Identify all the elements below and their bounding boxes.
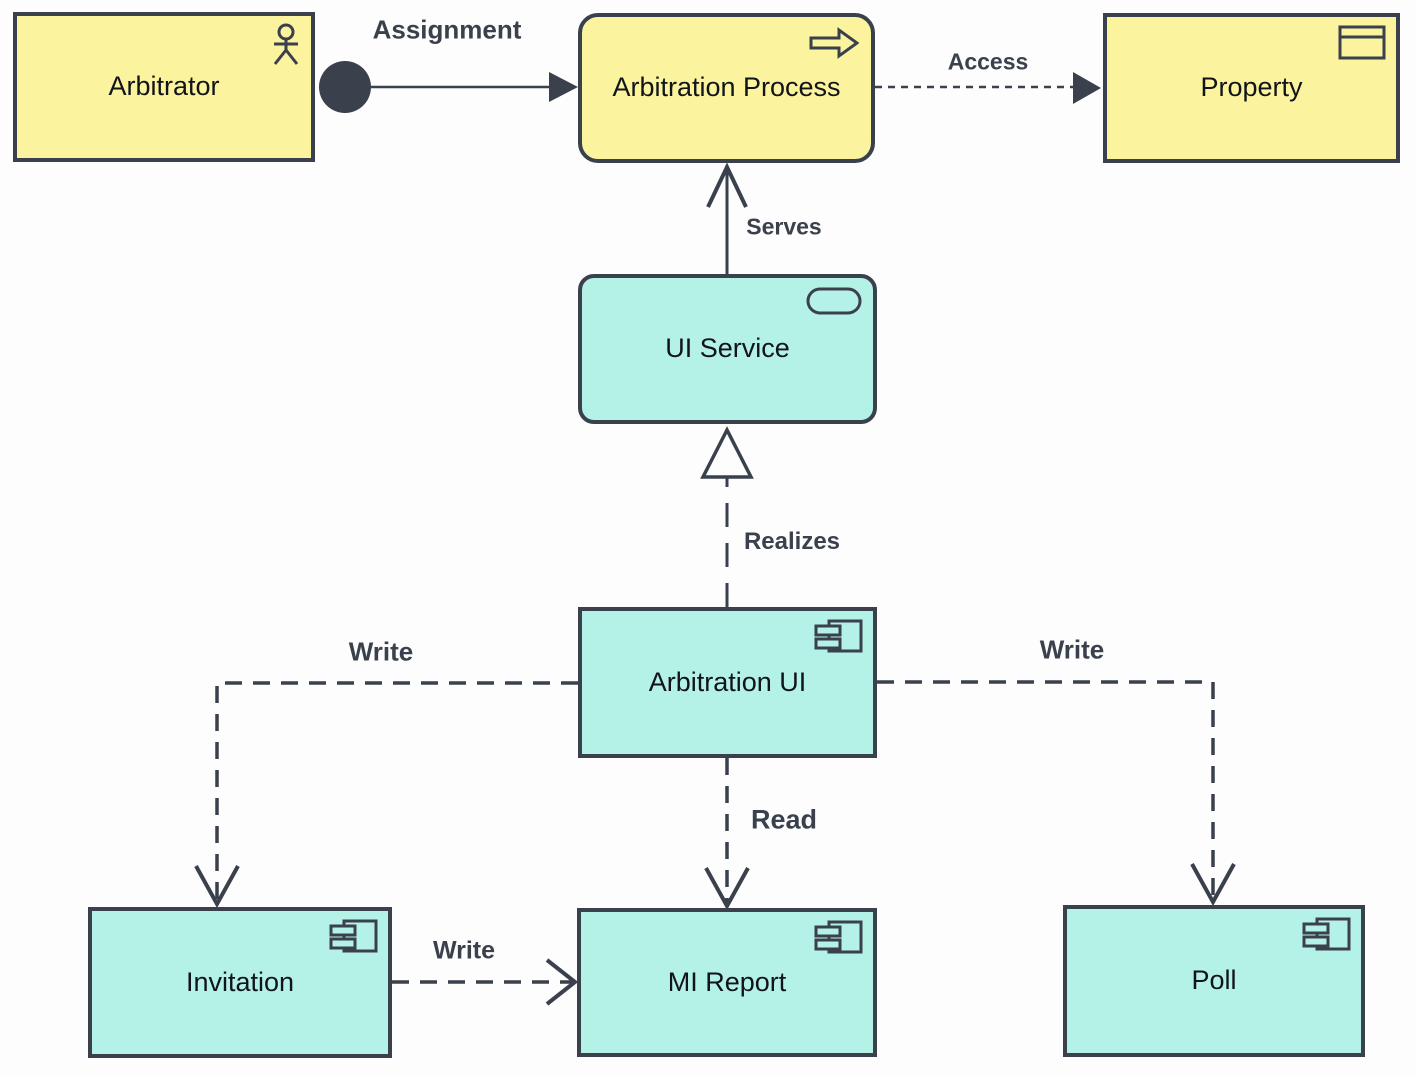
node-label: MI Report	[667, 966, 787, 997]
node-arbitration-process[interactable]: Arbitration Process	[578, 13, 875, 163]
component-icon	[814, 618, 864, 656]
node-ui-service[interactable]: UI Service	[578, 274, 877, 424]
node-arbitrator[interactable]: Arbitrator	[13, 12, 315, 162]
node-label: Poll	[1191, 965, 1237, 996]
component-icon	[329, 918, 379, 956]
component-icon	[814, 919, 864, 957]
edge-write-right	[877, 680, 1236, 907]
edge-realizes	[700, 426, 754, 607]
component-icon	[1302, 916, 1352, 954]
edge-label-read: Read	[750, 804, 818, 835]
edge-label-write-left: Write	[348, 636, 414, 667]
edge-label-realizes: Realizes	[743, 528, 841, 555]
process-arrow-icon	[809, 27, 859, 59]
node-label: UI Service	[665, 333, 790, 364]
edge-label-write-right: Write	[1039, 634, 1105, 665]
node-property[interactable]: Property	[1103, 13, 1400, 163]
edge-label-serves: Serves	[746, 213, 822, 240]
node-mi-report[interactable]: MI Report	[577, 908, 877, 1057]
actor-icon	[270, 23, 302, 67]
node-label: Arbitration Process	[612, 72, 841, 103]
edge-label-access: Access	[947, 48, 1029, 75]
node-label: Arbitrator	[108, 71, 220, 102]
edge-serves	[706, 162, 748, 274]
node-invitation[interactable]: Invitation	[88, 907, 392, 1058]
edge-label-write-bottom: Write	[432, 936, 496, 965]
object-icon	[1338, 25, 1386, 61]
edge-label-assignment: Assignment	[372, 14, 522, 45]
node-label: Property	[1200, 72, 1303, 103]
node-label: Invitation	[185, 966, 295, 997]
service-pill-icon	[806, 287, 862, 315]
edge-access	[875, 72, 1101, 104]
edge-write-left	[194, 681, 578, 909]
edge-assignment	[319, 61, 578, 113]
node-arbitration-ui[interactable]: Arbitration UI	[578, 607, 877, 758]
edge-read	[704, 758, 750, 911]
edge-write-bottom	[392, 958, 579, 1006]
node-label: Arbitration UI	[648, 666, 807, 697]
node-poll[interactable]: Poll	[1063, 905, 1365, 1057]
